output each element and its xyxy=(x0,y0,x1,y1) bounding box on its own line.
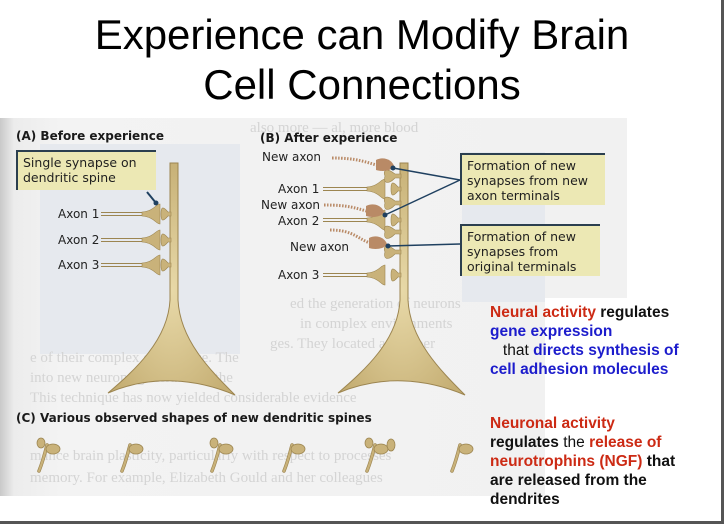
axon-terminals-after xyxy=(323,169,402,286)
callout-pointer xyxy=(146,191,159,206)
spine-head xyxy=(209,437,219,449)
spine-head xyxy=(364,437,374,449)
title-line-1: Experience can Modify Brain xyxy=(94,11,630,58)
note-black-text: regulates xyxy=(490,434,559,451)
callout-connectors xyxy=(382,165,461,249)
note-red-text: Neuronal activity xyxy=(490,415,615,432)
dendritic-spine xyxy=(384,169,402,183)
callout-line: Single synapse on xyxy=(23,155,137,170)
callout-single-synapse: Single synapse on dendritic spine xyxy=(16,150,156,190)
spine-shape-3 xyxy=(209,437,234,473)
callout-line: original terminals xyxy=(467,259,577,274)
panel-c-header: (C) Various observed shapes of new dendr… xyxy=(16,411,372,425)
new-axon-label: New axon xyxy=(290,240,350,254)
background-text: memory. For example, Elizabeth Gould and… xyxy=(30,470,383,486)
axon-label: Axon 1 xyxy=(58,207,100,221)
panel-a-header: (A) Before experience xyxy=(16,129,164,143)
dendritic-spine xyxy=(160,233,172,247)
slide-title: Experience can Modify Brain Cell Connect… xyxy=(0,10,724,110)
callout-original-terminals: Formation of new synapses from original … xyxy=(460,224,600,276)
dendritic-spine xyxy=(160,207,172,221)
note-normal-text: the xyxy=(558,434,590,451)
note-red-text: release of xyxy=(589,434,662,451)
new-axon-label: New axon xyxy=(261,198,321,212)
callout-line: synapses from new xyxy=(467,173,589,188)
spine-head xyxy=(218,443,234,455)
axon-terminals-before xyxy=(101,203,172,276)
callout-line: synapses from xyxy=(467,244,559,259)
note-black-text: that xyxy=(642,453,676,470)
axon-label: Axon 2 xyxy=(278,214,320,228)
axon-terminal xyxy=(366,264,386,286)
note-black-text: are released from the xyxy=(490,472,647,489)
dendritic-spine xyxy=(390,213,402,227)
background-text: also more — al, more blood xyxy=(250,120,419,136)
background-text: ed the generation of neurons xyxy=(290,296,461,312)
spine-shapes xyxy=(36,437,474,473)
neuron-after xyxy=(337,162,466,396)
axon-terminal xyxy=(141,254,161,276)
dendritic-spine xyxy=(384,196,402,210)
spine-head xyxy=(128,443,144,455)
note-neuronal-activity: Neuronal activity regulates the release … xyxy=(490,414,675,509)
connector-dot xyxy=(385,243,391,249)
note-blue-text: cell adhesion molecules xyxy=(490,361,669,378)
spine-shape-2 xyxy=(120,443,144,473)
spine-head xyxy=(458,443,474,455)
callout-line: dendritic spine xyxy=(23,170,116,185)
neuron-before xyxy=(107,162,236,396)
new-axon-line xyxy=(329,228,374,246)
dendritic-spine xyxy=(390,268,402,282)
spine-head xyxy=(373,443,389,455)
note-neural-activity: Neural activity regulates gene expressio… xyxy=(490,303,679,379)
connector-dot xyxy=(390,165,396,171)
spine-shape-5 xyxy=(364,437,396,473)
dendritic-spine xyxy=(390,182,402,196)
dendritic-spine xyxy=(160,258,172,272)
new-axon-terminal xyxy=(366,204,384,217)
new-axon-label: New axon xyxy=(262,150,322,164)
dendritic-spine xyxy=(384,225,402,239)
note-red-text: Neural activity xyxy=(490,304,596,321)
note-normal-text: that xyxy=(502,342,529,359)
new-axon-line xyxy=(331,156,381,168)
new-axon-terminal xyxy=(376,158,394,171)
axon-label: Axon 3 xyxy=(58,258,100,272)
note-black-text: regulates xyxy=(595,304,670,321)
new-axon-terminal xyxy=(369,236,387,249)
callout-new-axon-terminals: Formation of new synapses from new axon … xyxy=(460,153,605,205)
axon-label: Axon 1 xyxy=(278,182,320,196)
panel-b-header: (B) After experience xyxy=(260,131,398,145)
background-text: This technique has now yielded considera… xyxy=(30,390,357,406)
spine-head xyxy=(45,443,61,455)
axon-label: Axon 3 xyxy=(278,268,320,282)
axon-terminal xyxy=(141,229,161,251)
spine-head xyxy=(36,437,46,449)
new-axon-line xyxy=(323,203,371,214)
axon-label: Axon 2 xyxy=(58,233,100,247)
title-line-2: Cell Connections xyxy=(203,61,521,108)
note-blue-text: directs synthesis of xyxy=(528,342,679,359)
spine-shape-6 xyxy=(450,443,474,473)
axon-terminal xyxy=(141,203,161,225)
note-blue-text: gene expression xyxy=(490,323,613,340)
spine-head xyxy=(386,438,396,452)
callout-line: Formation of new xyxy=(467,158,576,173)
axon-terminal xyxy=(366,178,386,200)
spine-shape-4 xyxy=(282,443,306,473)
note-black-text: dendrites xyxy=(490,491,560,508)
callout-line: Formation of new xyxy=(467,229,576,244)
note-red-text: neurotrophins (NGF) xyxy=(490,453,643,470)
connector-dot xyxy=(382,212,388,218)
callout-line: axon terminals xyxy=(467,188,560,203)
new-axons xyxy=(323,156,394,249)
spine-shape-1 xyxy=(36,437,61,473)
spine-head xyxy=(290,443,306,455)
